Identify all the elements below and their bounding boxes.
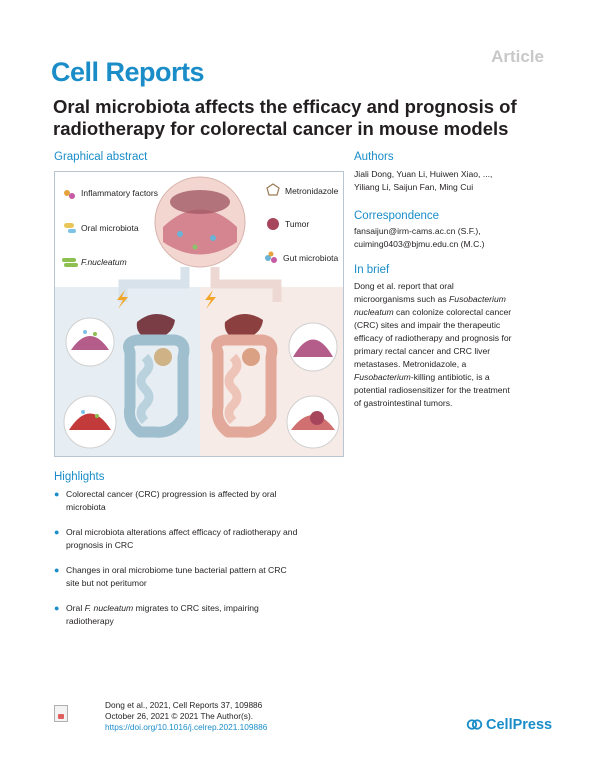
correspondence-email-link[interactable]: fansaijun@irm-cams.ac.cn (S.F.), <box>354 226 481 236</box>
copyright-text: October 26, 2021 © 2021 The Author(s). <box>105 711 254 721</box>
citation-block: Dong et al., 2021, Cell Reports 37, 1098… <box>105 700 267 733</box>
radiation-icon <box>205 290 216 309</box>
authors-line: Yiliang Li, Saijun Fan, Ming Cui <box>354 182 474 192</box>
in-brief-text: Dong et al. report that oral microorgani… <box>354 280 574 410</box>
correspondence-emails: fansaijun@irm-cams.ac.cn (S.F.), cuiming… <box>354 225 569 251</box>
radiation-icon <box>117 290 128 309</box>
citation-text: Dong et al., 2021, Cell Reports 37, 1098… <box>105 700 263 710</box>
article-title: Oral microbiota affects the efficacy and… <box>53 96 517 139</box>
bullet-icon: ● <box>54 565 60 575</box>
highlight-item: ● Oral microbiota alterations affect eff… <box>54 527 298 550</box>
authors-line: Jiali Dong, Yuan Li, Huiwen Xiao, ..., <box>354 169 493 179</box>
highlight-item: ● Oral F. nucleatum migrates to CRC site… <box>54 603 259 626</box>
graphical-abstract-heading: Graphical abstract <box>54 151 148 163</box>
in-brief-line: of gastrointestinal tumors. <box>354 398 453 408</box>
legend-metronidazole: Metronidazole <box>285 186 339 196</box>
highlight-item: ● Colorectal cancer (CRC) progression is… <box>54 489 277 512</box>
authors-heading: Authors <box>354 151 394 163</box>
graphical-abstract-figure: Inflammatory factors Oral microbiota F.n… <box>54 171 344 457</box>
journal-name[interactable]: Cell Reports <box>51 57 205 87</box>
in-brief-line: efficacy of radiotherapy and prognosis f… <box>354 333 512 343</box>
legend-inflammatory-factors: Inflammatory factors <box>81 188 158 198</box>
in-brief-line: primary rectal cancer and CRC liver <box>354 346 491 356</box>
legend-oral-microbiota: Oral microbiota <box>81 223 139 233</box>
article-type-label: Article <box>491 47 544 66</box>
in-brief-line: Fusobacterium-killing antibiotic, is a <box>354 372 490 382</box>
in-brief-line: potential radiosensitizer for the treatm… <box>354 385 510 395</box>
correspondence-heading: Correspondence <box>354 210 440 222</box>
highlight-item: ● Changes in oral microbiome tune bacter… <box>54 565 287 588</box>
in-brief-line: (CRC) sites and impair the therapeutic <box>354 320 501 330</box>
authors-list: Jiali Dong, Yuan Li, Huiwen Xiao, ..., Y… <box>354 168 569 194</box>
highlights-heading: Highlights <box>54 471 105 483</box>
publisher-name: CellPress <box>486 716 553 733</box>
legend-tumor: Tumor <box>285 219 309 229</box>
in-brief-line: metastases. Metronidazole, a <box>354 359 467 369</box>
cellpress-logo[interactable]: CellPress <box>466 716 552 733</box>
correspondence-email-link[interactable]: cuiming0403@bjmu.edu.cn (M.C.) <box>354 239 485 249</box>
highlights-list: ● Colorectal cancer (CRC) progression is… <box>54 488 354 640</box>
in-brief-heading: In brief <box>354 264 390 276</box>
graphical-abstract-illustration: Inflammatory factors Oral microbiota F.n… <box>55 176 343 456</box>
bullet-icon: ● <box>54 603 60 613</box>
in-brief-line: Dong et al. report that oral <box>354 281 454 291</box>
doi-link[interactable]: https://doi.org/10.1016/j.celrep.2021.10… <box>105 722 268 732</box>
in-brief-line: microorganisms such as Fusobacterium <box>354 294 506 304</box>
legend-f-nucleatum: F.nucleatum <box>81 257 127 267</box>
cellpress-icon <box>466 719 483 730</box>
bullet-icon: ● <box>54 489 60 499</box>
crossmark-icon[interactable] <box>54 705 68 722</box>
bullet-icon: ● <box>54 527 60 537</box>
in-brief-line: nucleatum can colonize colorectal cancer <box>354 307 512 317</box>
legend-gut-microbiota: Gut microbiota <box>283 253 339 263</box>
